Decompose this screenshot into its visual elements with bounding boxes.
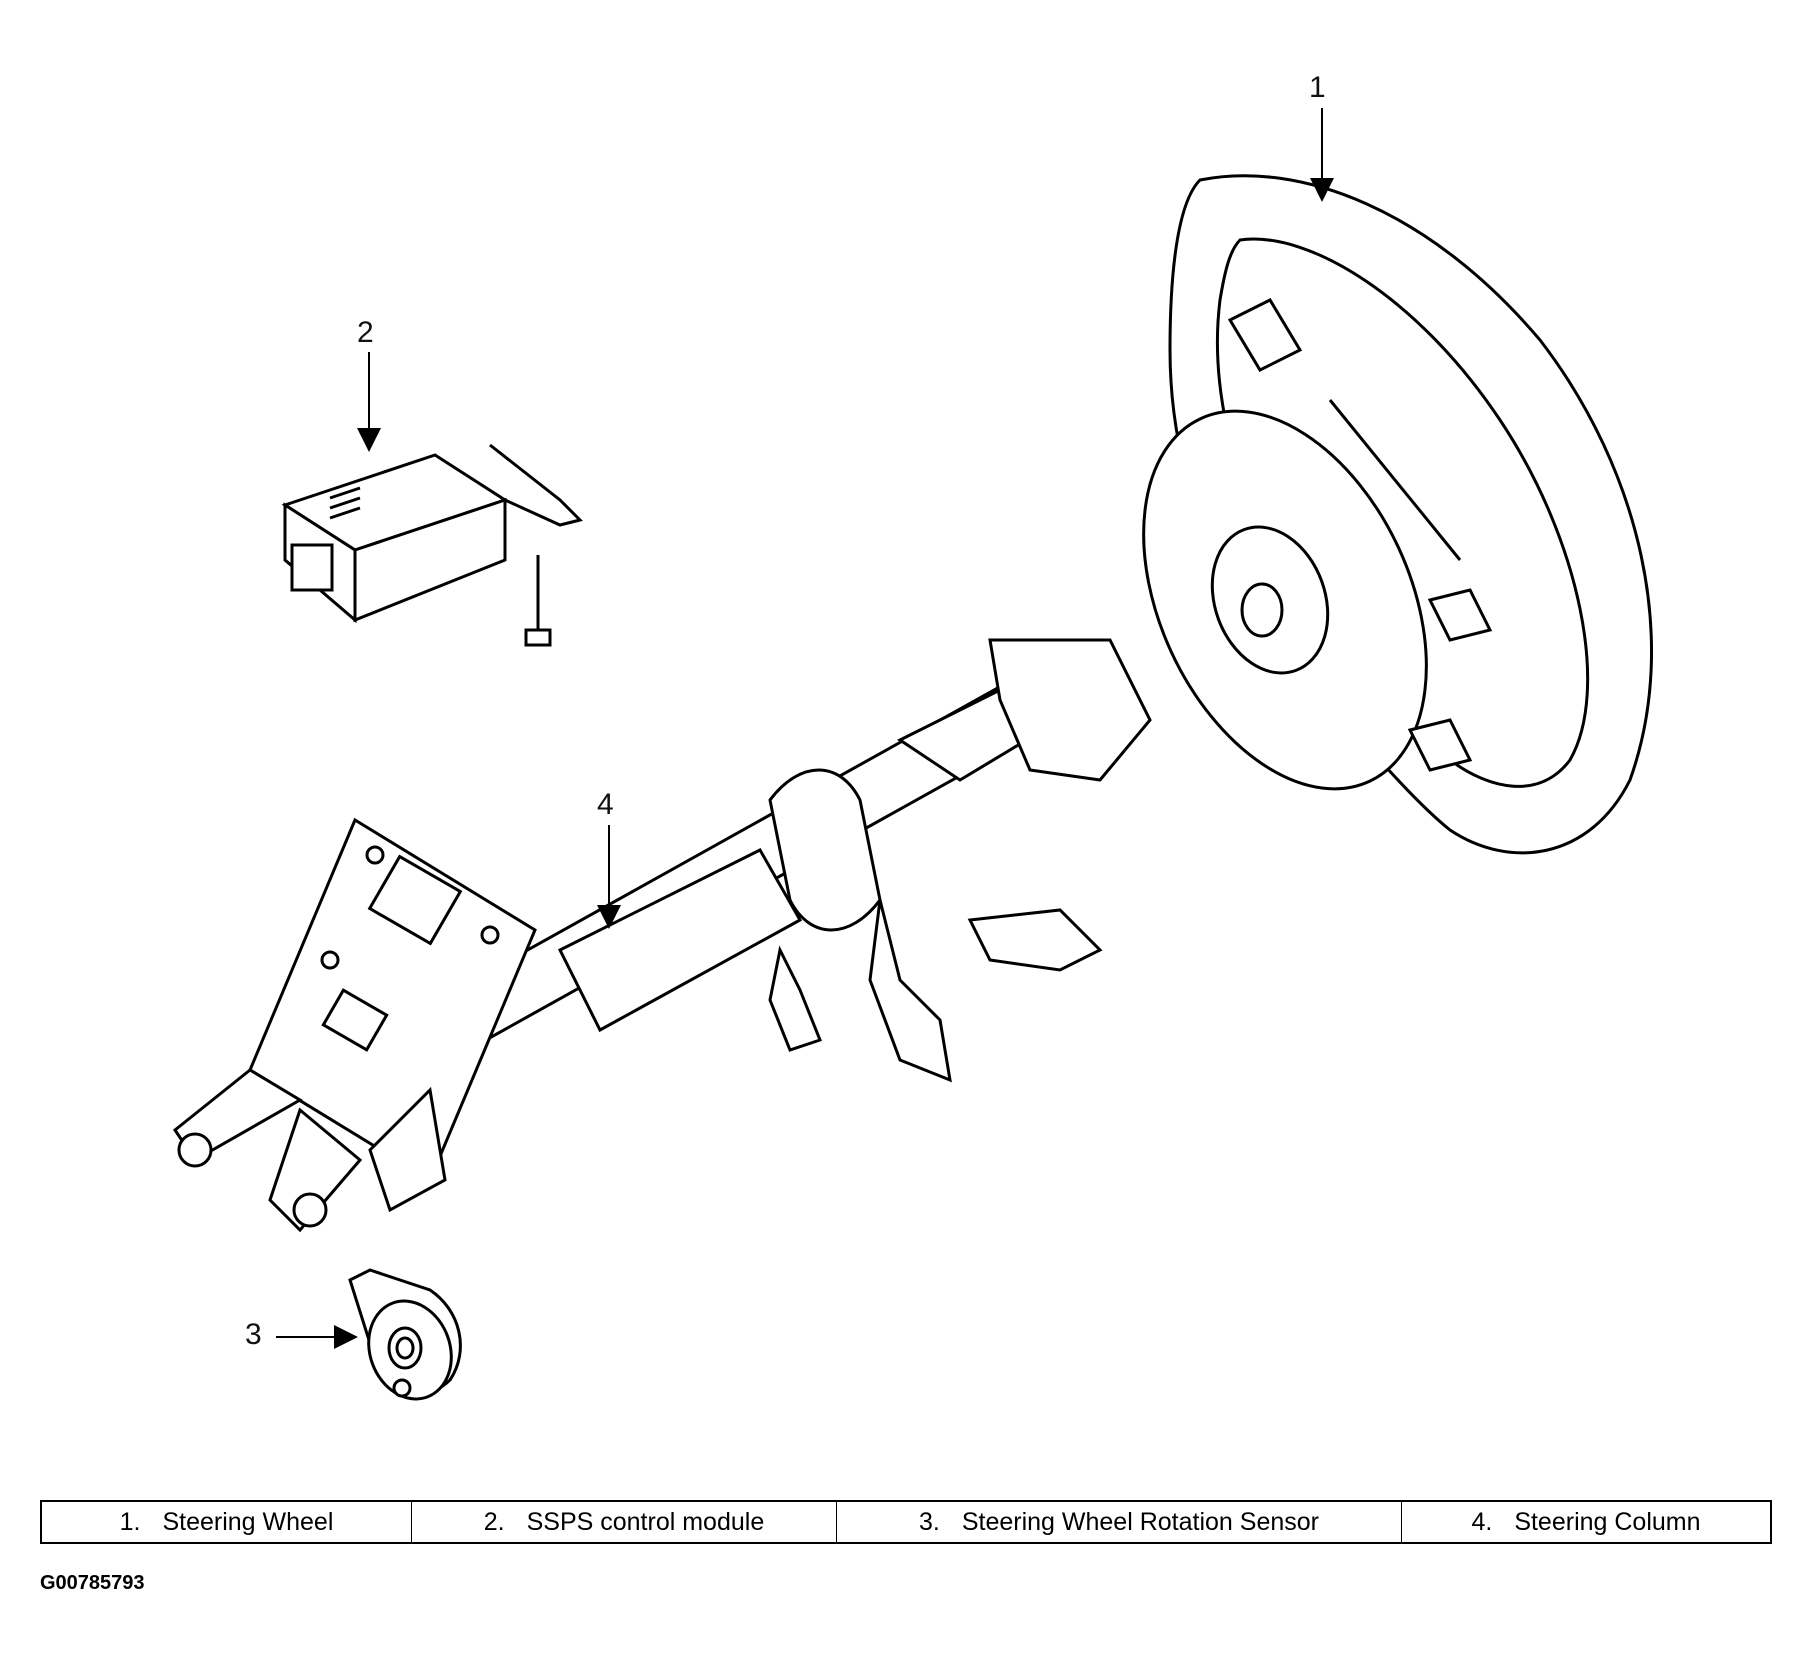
legend-label: Steering Wheel xyxy=(162,1507,334,1536)
legend-number: 3. xyxy=(918,1507,940,1536)
callout-2: 2 xyxy=(357,316,374,349)
steering-wheel xyxy=(1142,174,1653,855)
legend-label: Steering Column xyxy=(1514,1507,1701,1536)
ssps-control-module xyxy=(281,443,583,647)
steering-wheel-rotation-sensor xyxy=(348,1268,462,1401)
callout-3: 3 xyxy=(245,1318,262,1351)
figure-id: G00785793 xyxy=(40,1572,145,1594)
legend-cell-steering-column: 4. Steering Column xyxy=(1402,1502,1770,1542)
callout-1: 1 xyxy=(1309,71,1326,104)
leader-lines xyxy=(276,108,1334,1349)
callout-4: 4 xyxy=(597,788,614,821)
legend-cell-rotation-sensor: 3. Steering Wheel Rotation Sensor xyxy=(837,1502,1402,1542)
legend-label: SSPS control module xyxy=(526,1507,765,1536)
legend-number: 2. xyxy=(483,1507,505,1536)
legend-table: 1. Steering Wheel 2. SSPS control module… xyxy=(40,1500,1772,1544)
legend-cell-steering-wheel: 1. Steering Wheel xyxy=(42,1502,412,1542)
legend-number: 1. xyxy=(119,1507,141,1536)
steering-column xyxy=(172,638,1152,1233)
legend-number: 4. xyxy=(1471,1507,1493,1536)
legend-cell-ssps-control-module: 2. SSPS control module xyxy=(412,1502,837,1542)
legend-label: Steering Wheel Rotation Sensor xyxy=(961,1507,1319,1536)
